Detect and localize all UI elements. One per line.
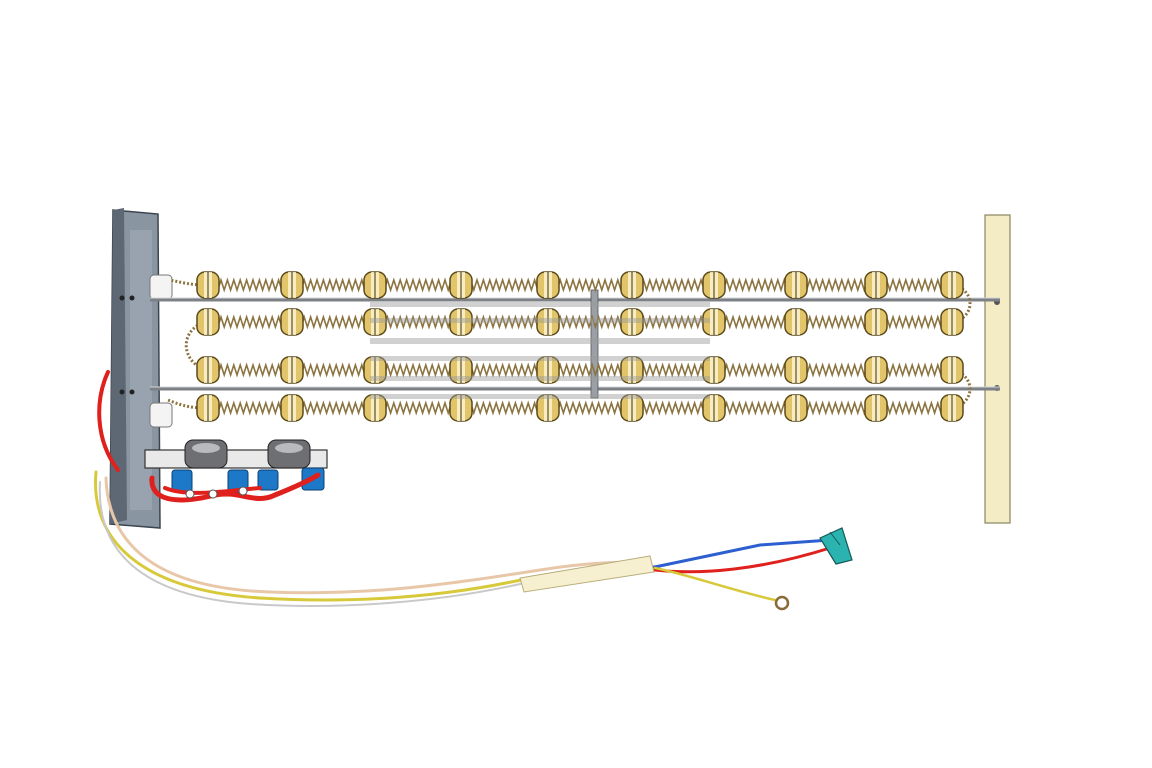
ceramic-bead — [280, 271, 304, 299]
ceramic-bead — [363, 356, 387, 384]
ceramic-bead — [702, 356, 726, 384]
mounting-bracket — [109, 208, 173, 529]
ceramic-bead — [864, 394, 888, 422]
ceramic-bead — [620, 308, 644, 336]
ceramic-bead — [363, 308, 387, 336]
ceramic-bead — [280, 356, 304, 384]
ceramic-bead — [864, 271, 888, 299]
ceramic-bead — [536, 308, 560, 336]
ceramic-bead — [449, 308, 473, 336]
terminal-block — [144, 439, 328, 469]
ceramic-bead — [536, 394, 560, 422]
ceramic-bead — [536, 356, 560, 384]
coil-row — [204, 314, 955, 330]
ceramic-bead — [280, 308, 304, 336]
coil-row — [204, 362, 955, 378]
coil-row — [204, 277, 955, 293]
ceramic-bead — [196, 308, 220, 336]
ceramic-bead — [864, 356, 888, 384]
ceramic-bead — [196, 271, 220, 299]
ceramic-bead — [196, 356, 220, 384]
ceramic-bead — [702, 308, 726, 336]
ceramic-bead — [702, 271, 726, 299]
ceramic-bead — [620, 356, 644, 384]
quick-connect-terminal — [819, 527, 853, 565]
ceramic-bead — [702, 394, 726, 422]
center-clamp — [590, 289, 599, 399]
ceramic-bead — [449, 271, 473, 299]
ceramic-insulator-beads — [196, 271, 964, 422]
ceramic-bead — [784, 394, 808, 422]
ceramic-bead — [864, 308, 888, 336]
ceramic-bead — [784, 308, 808, 336]
ceramic-bead — [536, 271, 560, 299]
watermark-pattern — [370, 302, 710, 399]
ceramic-bead — [280, 394, 304, 422]
ceramic-bead — [449, 394, 473, 422]
ceramic-bead — [784, 271, 808, 299]
ceramic-bead — [940, 394, 964, 422]
coil-row — [204, 400, 955, 416]
ceramic-bead — [449, 356, 473, 384]
ceramic-bead — [940, 356, 964, 384]
wire-sleeve — [519, 555, 655, 593]
ceramic-bead — [784, 356, 808, 384]
bracket-wiring — [97, 370, 321, 503]
heating-coils — [204, 277, 955, 416]
ceramic-bead — [196, 394, 220, 422]
end-plate — [984, 214, 1011, 524]
ceramic-bead — [363, 271, 387, 299]
ceramic-bead — [940, 308, 964, 336]
ceramic-bead — [620, 394, 644, 422]
ceramic-bead — [940, 271, 964, 299]
ceramic-bead — [363, 394, 387, 422]
ring-terminal — [774, 595, 790, 611]
ceramic-bead — [620, 271, 644, 299]
